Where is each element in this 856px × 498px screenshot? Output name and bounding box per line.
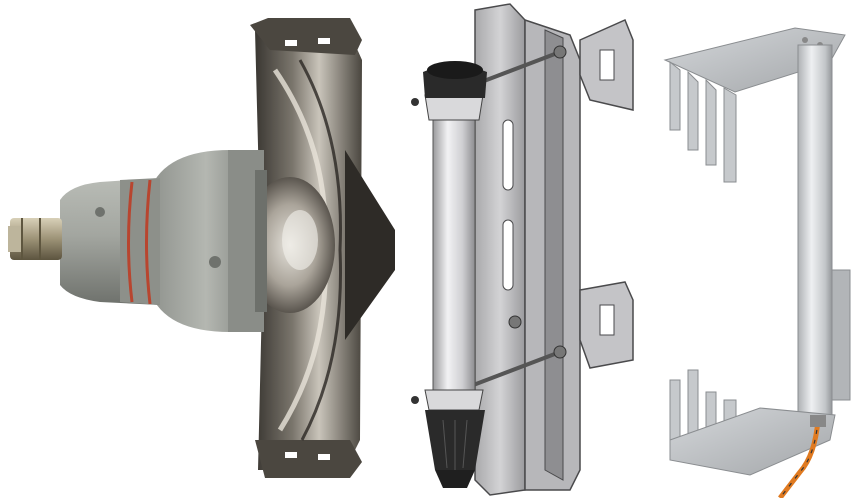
reflector-bottom-flange	[255, 440, 362, 478]
reflector-top-flange	[250, 18, 362, 55]
housing-rear-band	[120, 178, 160, 305]
bracket-top-plate	[663, 27, 846, 93]
rod-nut	[508, 315, 522, 329]
tube-light	[797, 44, 833, 421]
top-cap-face	[427, 61, 483, 79]
clamp-slot	[599, 49, 615, 81]
explosion-proof-lamp-with-reflector	[0, 0, 395, 498]
housing-bolt	[95, 207, 105, 217]
top-cap-collar	[424, 94, 484, 121]
orange-power-cable	[778, 419, 821, 498]
cap-rib	[462, 419, 468, 469]
side-mount	[831, 269, 851, 401]
cable-gland-nut	[8, 226, 22, 252]
red-seal-ring	[145, 179, 152, 305]
reflector-right-cone	[345, 150, 395, 340]
red-seal-ring	[127, 181, 134, 303]
clamp-slot	[599, 304, 615, 336]
aluminum-bracket-illustration	[663, 27, 851, 498]
cap-rib	[442, 419, 448, 469]
fork-prong	[669, 60, 681, 131]
mounting-screw	[411, 396, 419, 404]
reflector-inner-edge	[298, 59, 342, 441]
aluminum-bracket-with-tube-light	[640, 0, 856, 498]
reflector-slot	[318, 454, 330, 460]
bracket-bottom-plate	[669, 407, 836, 476]
bottom-cap-tip	[435, 470, 475, 488]
reflector-slot	[285, 452, 297, 458]
fork-prong	[723, 87, 737, 183]
rod-nut	[553, 345, 567, 359]
reflector-slot	[285, 40, 297, 46]
housing-bolt	[209, 256, 221, 268]
bracket-channel	[544, 29, 564, 481]
fork-prong	[687, 70, 699, 151]
tube-lamp-bracket-illustration	[411, 3, 634, 496]
explosion-proof-lamp-illustration	[8, 18, 395, 478]
housing-flange	[255, 170, 267, 312]
bottom-cap-collar	[424, 389, 484, 411]
adjustment-slot	[502, 119, 514, 191]
reflector-slot	[318, 38, 330, 44]
mounting-screw	[411, 98, 419, 106]
cable-gland	[810, 415, 826, 427]
fork-prong	[687, 369, 699, 441]
adjustment-slot	[502, 219, 514, 291]
rod-nut	[553, 45, 567, 59]
fork-prong	[705, 78, 717, 166]
glass-highlight	[282, 210, 318, 270]
plate-hole	[802, 37, 808, 43]
tube-lamp-on-mounting-bracket-render	[395, 0, 640, 498]
lamp-tube	[432, 104, 476, 396]
fork-prong	[669, 379, 681, 441]
